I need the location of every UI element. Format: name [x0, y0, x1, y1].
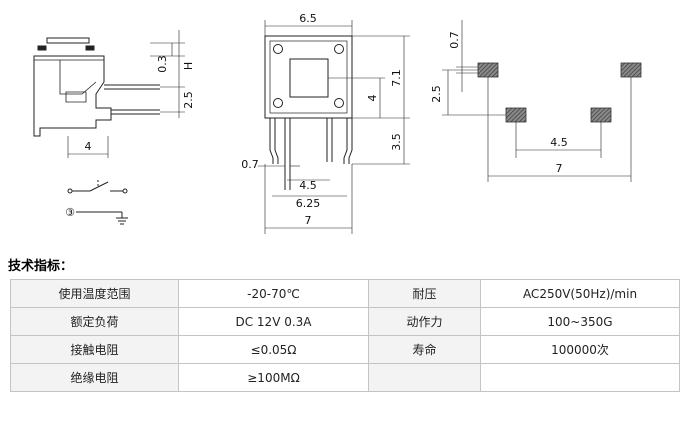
side-body	[33, 55, 112, 137]
pad-bottom-left	[505, 107, 527, 123]
switch-symbol	[67, 180, 128, 194]
spec-label	[368, 363, 481, 392]
table-row: 额定负荷 DC 12V 0.3A 动作力 100~350G	[10, 307, 680, 336]
front-dim-4: 4	[366, 95, 379, 102]
pad-top-right	[620, 62, 642, 78]
ground-symbol	[76, 211, 128, 225]
front-dim-71: 7.1	[390, 69, 403, 87]
specs-table: 使用温度范围 -20-70℃ 耐压 AC250V(50Hz)/min 额定负荷 …	[10, 279, 680, 392]
spec-value: ≥100MΩ	[178, 363, 369, 392]
front-body	[264, 35, 353, 119]
front-dim-625: 6.25	[296, 197, 321, 210]
circuit-pin-mark: ③	[65, 206, 75, 219]
front-view	[258, 20, 410, 234]
spec-value: DC 12V 0.3A	[178, 307, 369, 336]
front-dim-7: 7	[305, 214, 312, 227]
front-dim-35: 3.5	[390, 133, 403, 151]
front-plunger	[289, 58, 329, 98]
spec-label: 动作力	[368, 307, 481, 336]
table-row: 绝缘电阻 ≥100MΩ	[10, 363, 680, 392]
footprint-dim-7: 7	[556, 162, 563, 175]
spec-value	[480, 363, 680, 392]
spec-value: -20-70℃	[178, 279, 369, 308]
footprint-dim-07: 0.7	[448, 31, 461, 49]
footprint-dim-45: 4.5	[550, 136, 568, 149]
front-dim-65: 6.5	[299, 12, 317, 25]
table-row: 使用温度范围 -20-70℃ 耐压 AC250V(50Hz)/min	[10, 279, 680, 308]
spec-label: 寿命	[368, 335, 481, 364]
pcb-footprint	[442, 20, 642, 182]
spec-value: ≤0.05Ω	[178, 335, 369, 364]
side-actuator	[46, 37, 90, 44]
spec-label: 额定负荷	[10, 307, 179, 336]
pad-top-left	[477, 62, 499, 78]
side-dim-4: 4	[85, 140, 92, 153]
spec-label: 使用温度范围	[10, 279, 179, 308]
side-dim-H: H	[182, 62, 195, 70]
technical-drawings: 0.3 H 2.5 4 ③	[33, 12, 642, 234]
pad-bottom-right	[590, 107, 612, 123]
side-dim-25: 2.5	[182, 91, 195, 109]
spec-label: 耐压	[368, 279, 481, 308]
front-dim-45: 4.5	[299, 179, 317, 192]
spec-label: 接触电阻	[10, 335, 179, 364]
spec-label: 绝缘电阻	[10, 363, 179, 392]
spec-value: AC250V(50Hz)/min	[480, 279, 680, 308]
specs-heading: 技术指标：	[8, 259, 74, 274]
footprint-dim-25: 2.5	[430, 85, 443, 103]
table-row: 接触电阻 ≤0.05Ω 寿命 100000次	[10, 335, 680, 364]
spec-value: 100000次	[480, 335, 680, 364]
spec-value: 100~350G	[480, 307, 680, 336]
side-dim-03: 0.3	[156, 55, 169, 73]
side-view	[33, 30, 185, 225]
front-dim-07: 0.7	[241, 158, 259, 171]
